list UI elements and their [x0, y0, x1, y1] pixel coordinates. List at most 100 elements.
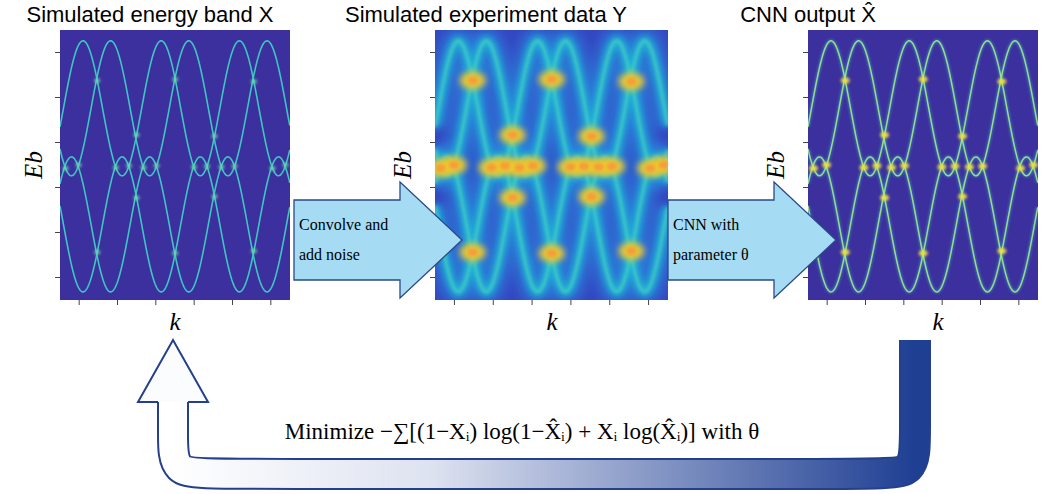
arrow-band: [173, 340, 915, 474]
panel-title: Simulated energy band X: [0, 2, 300, 28]
tick-mark: [454, 300, 455, 305]
crossing-spot: [587, 132, 597, 140]
tick-mark: [609, 300, 610, 305]
arrowhead-fill: [138, 340, 208, 402]
tick-mark: [55, 232, 60, 233]
crossing-spot: [63, 166, 69, 171]
crossing-spot: [919, 250, 928, 256]
band-curve: [808, 41, 1038, 176]
crossing-spot: [218, 164, 224, 169]
crossing-spot: [618, 242, 644, 260]
crossing-spot: [579, 162, 589, 170]
crossing-spot: [212, 194, 218, 199]
axis-ticks: [803, 53, 1019, 306]
axis-label-energy: Eb: [20, 151, 48, 179]
loss-formula: Minimize −∑[(1−Xᵢ) log(1−X̂ᵢ) + Xᵢ log(X…: [285, 418, 759, 446]
crossing-spots: [63, 77, 289, 256]
crossing-spot: [1016, 165, 1025, 171]
crossing-spot: [232, 164, 238, 169]
tick-mark: [55, 277, 60, 278]
tick-mark: [865, 300, 866, 305]
arrow-label: CNN with parameter θ: [673, 210, 771, 270]
plot-background: [808, 30, 1038, 300]
crossing-spot: [460, 243, 486, 261]
crossing-spot: [500, 189, 526, 207]
tick-mark: [430, 277, 435, 278]
arrow-shape: [294, 182, 464, 298]
tick-mark: [1018, 300, 1019, 305]
band-curve: [435, 157, 668, 292]
band-core: [435, 41, 668, 292]
tick-mark: [803, 187, 808, 188]
tick-mark: [803, 52, 808, 53]
crossing-spot: [919, 76, 928, 82]
arrow-shape: [668, 182, 838, 298]
crossing-spot: [126, 163, 132, 168]
axis-label-momentum: k: [932, 308, 943, 336]
crossing-spot: [950, 163, 959, 169]
crossing-spot: [172, 251, 178, 256]
axis-label-energy: Eb: [389, 151, 417, 179]
arrow-band-outline: [173, 340, 915, 474]
band-curve: [435, 157, 668, 292]
tick-mark: [430, 52, 435, 53]
crossing-spot: [978, 163, 987, 169]
arrowhead-outline: [138, 340, 208, 402]
feedback-arrow: [138, 340, 915, 474]
band-curve: [435, 41, 668, 176]
band-curve: [435, 41, 668, 176]
band-curve: [808, 41, 1038, 176]
tick-mark: [430, 142, 435, 143]
crossing-spot: [539, 244, 565, 262]
crossing-spot: [468, 248, 478, 256]
crossing-spot: [547, 249, 557, 257]
tick-mark: [270, 300, 271, 305]
block-arrow-outline: [294, 182, 462, 298]
crossing-spot: [204, 164, 210, 169]
tick-mark: [194, 300, 195, 305]
axis-label-momentum: k: [546, 308, 557, 336]
crossing-spot: [1029, 162, 1038, 168]
crossing-spot: [172, 77, 178, 82]
crossing-spot: [997, 248, 1006, 254]
band-curve: [808, 157, 1038, 292]
band-curve: [435, 41, 668, 176]
plot-panel: CNN output X̂Ebk: [720, 0, 1050, 340]
crossing-spot: [594, 163, 604, 171]
crossing-spot: [441, 156, 467, 174]
crossing-spot: [887, 165, 896, 171]
crossing-spot: [154, 163, 160, 168]
crossing-spot: [547, 75, 557, 83]
block-arrow: Convolve and add noise: [294, 182, 464, 298]
band-curve: [808, 157, 1038, 292]
crossing-spot: [587, 193, 597, 201]
crossing-spot: [94, 250, 100, 255]
crossing-spot: [809, 165, 818, 171]
crossing-spot: [113, 165, 119, 170]
band-lines: [60, 41, 290, 292]
axis-ticks: [430, 53, 649, 306]
tick-mark: [55, 142, 60, 143]
axis-label-momentum: k: [169, 308, 180, 336]
crossing-spot: [500, 162, 510, 170]
band-glow: [808, 41, 1038, 292]
crossing-spot: [460, 71, 486, 89]
tick-mark: [493, 300, 494, 305]
crossing-spot: [626, 247, 636, 255]
crossing-spot: [251, 79, 257, 84]
crossing-spot: [468, 76, 478, 84]
tick-mark: [827, 300, 828, 305]
tick-mark: [430, 97, 435, 98]
tick-mark: [55, 187, 60, 188]
plot-background: [60, 30, 290, 300]
tick-mark: [155, 300, 156, 305]
band-curve: [435, 41, 668, 176]
crossing-spot: [579, 127, 605, 145]
crossing-glow: [435, 70, 668, 262]
band-curve: [435, 157, 668, 292]
crossing-spot: [539, 70, 565, 88]
tick-mark: [803, 97, 808, 98]
crossing-spot: [508, 194, 518, 202]
crossing-spot: [859, 165, 868, 171]
